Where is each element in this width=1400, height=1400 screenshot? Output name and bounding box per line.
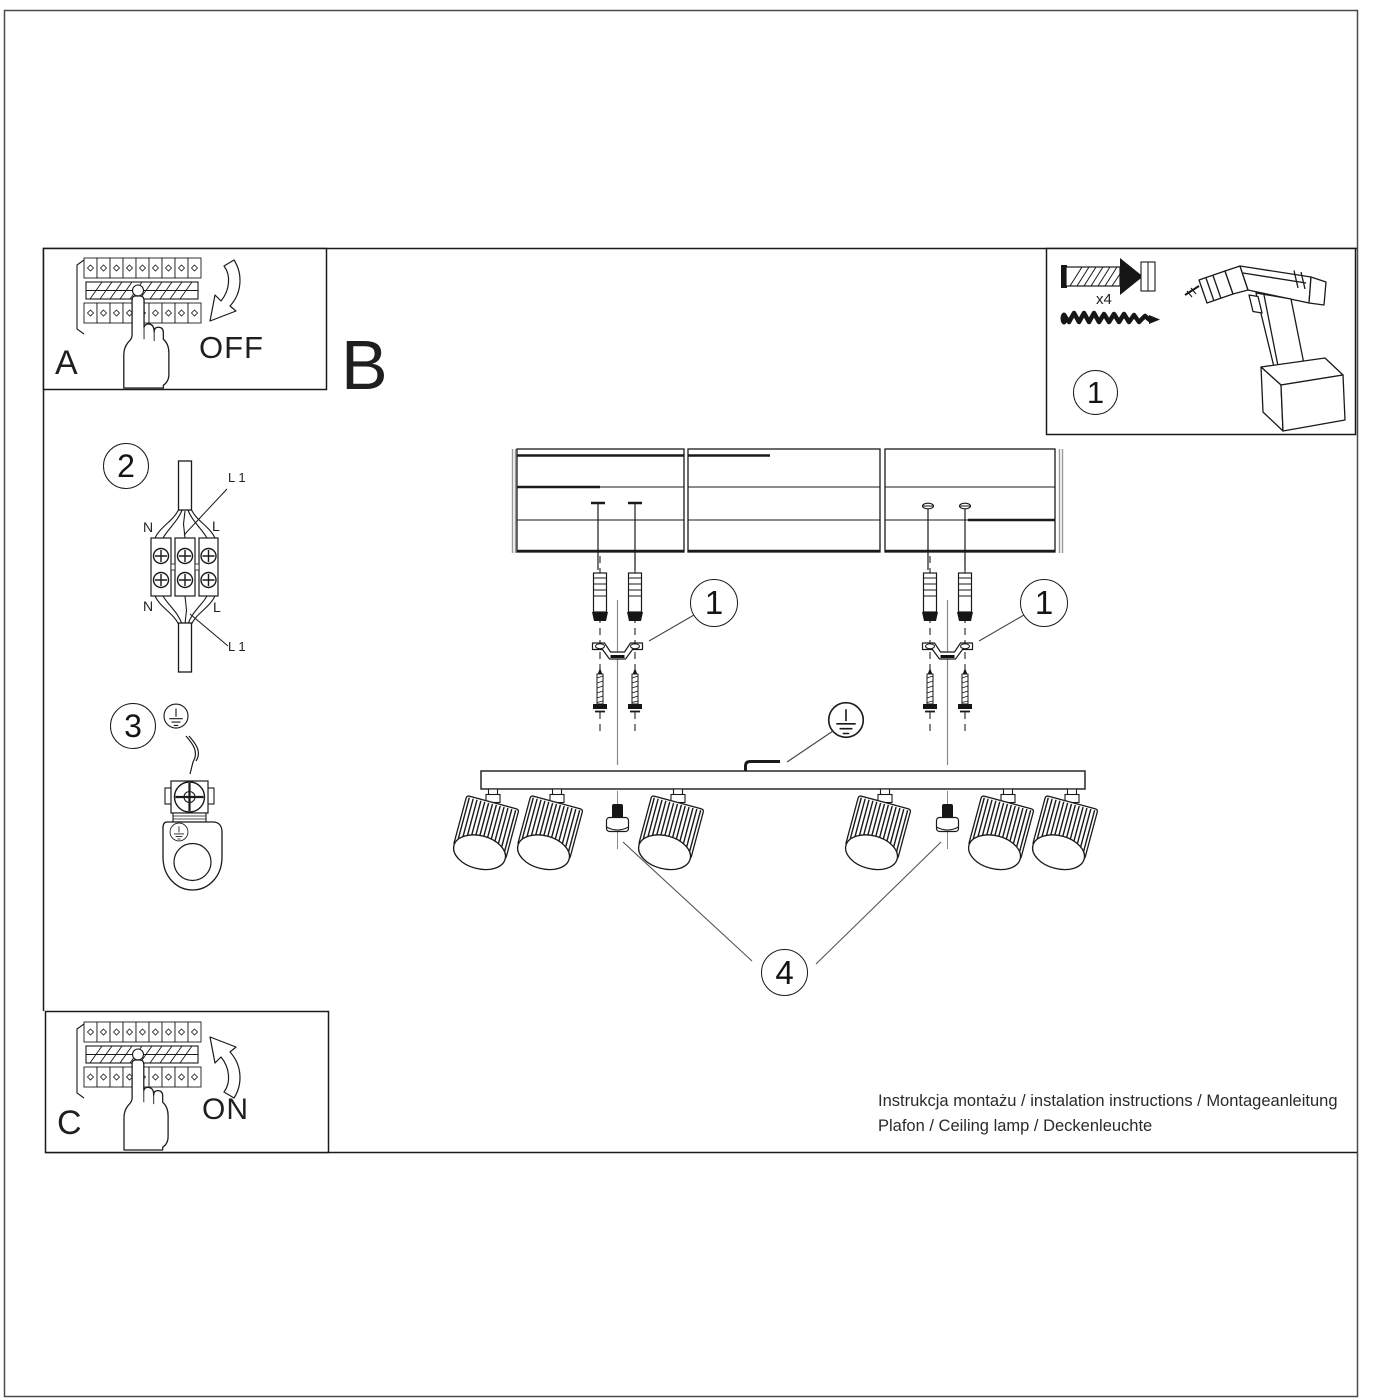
callout-leader — [786, 730, 834, 763]
screw-icon — [592, 667, 608, 713]
wall-plug-icon — [921, 572, 939, 622]
wire-label-n-top: N — [143, 519, 154, 535]
ground-lug-diagram — [162, 703, 223, 891]
wire-label-n-bottom: N — [143, 598, 154, 614]
spotlight-icon — [963, 788, 1035, 876]
wire-label-l1-top: L 1 — [228, 470, 246, 485]
adjustment-knob-icon — [935, 790, 960, 850]
alignment-axes — [599, 556, 966, 765]
callout-step-3: 3 — [110, 703, 156, 749]
earth-symbol-icon — [827, 701, 865, 739]
section-b-label: B — [341, 326, 388, 404]
earth-symbol-icon — [169, 822, 189, 842]
arrow-down-icon — [209, 259, 241, 322]
spotlight-icon — [1027, 788, 1099, 876]
drill-marks — [591, 501, 972, 570]
installation-diagram — [448, 448, 1099, 965]
drill-icon — [1184, 265, 1346, 432]
wire-label-l-top: L — [212, 518, 220, 534]
wall-plug-icon — [956, 572, 974, 622]
terminal-block-diagram — [150, 460, 229, 673]
callout-number: 4 — [775, 953, 794, 991]
callout-leader — [978, 614, 1025, 642]
callout-step-4: 4 — [761, 949, 808, 996]
screw-icon — [627, 667, 643, 713]
section-a-label: A — [55, 344, 78, 382]
earth-symbol-icon — [163, 703, 189, 729]
callout-leader — [815, 841, 942, 965]
step-c-panel — [44, 1010, 330, 1154]
off-label: OFF — [199, 330, 264, 365]
callout-leader — [622, 841, 753, 962]
anchor-quantity-label: x4 — [1096, 291, 1112, 308]
screw-icon — [922, 667, 938, 713]
on-label: ON — [202, 1093, 249, 1126]
callout-step-1-tools: 1 — [1073, 370, 1118, 415]
terminal-screws — [152, 547, 217, 589]
footer-line-1: Instrukcja montażu / instalation instruc… — [878, 1092, 1338, 1110]
screw-icon — [1060, 310, 1160, 325]
step-a-panel — [42, 247, 328, 391]
page-frame — [3, 9, 1359, 1398]
wire-label-l1-bottom: L 1 — [228, 639, 246, 654]
callout-number: 1 — [704, 584, 724, 621]
callout-number: 2 — [117, 447, 135, 484]
callout-leader — [648, 614, 695, 642]
lamp-rail — [480, 770, 1086, 790]
arrow-up-icon — [209, 1036, 241, 1099]
section-c-label: C — [57, 1104, 82, 1142]
callout-step-2: 2 — [103, 443, 149, 489]
screw-icon — [957, 667, 973, 713]
spotlight-icon — [512, 788, 584, 876]
callout-step-1-right: 1 — [1020, 579, 1068, 627]
wire-label-l-bottom: L — [213, 599, 221, 615]
wall-plug-icon — [591, 572, 609, 622]
tools-panel — [1045, 247, 1357, 436]
footer-line-2: Plafon / Ceiling lamp / Deckenleuchte — [878, 1116, 1153, 1135]
spotlight-icon — [840, 788, 912, 876]
footer-text: Instrukcja montażu / instalation instruc… — [878, 1089, 1338, 1138]
callout-number: 1 — [1086, 374, 1105, 410]
wall-plug-icon — [1061, 258, 1156, 295]
callout-number: 3 — [124, 707, 142, 744]
adjustment-knob-icon — [605, 790, 630, 850]
ceiling-planks — [511, 448, 1064, 553]
wall-plug-icon — [626, 572, 644, 622]
power-cable — [744, 760, 780, 789]
callout-step-1-left: 1 — [690, 579, 738, 627]
callout-number: 1 — [1034, 584, 1054, 621]
spotlight-icon — [448, 788, 520, 876]
